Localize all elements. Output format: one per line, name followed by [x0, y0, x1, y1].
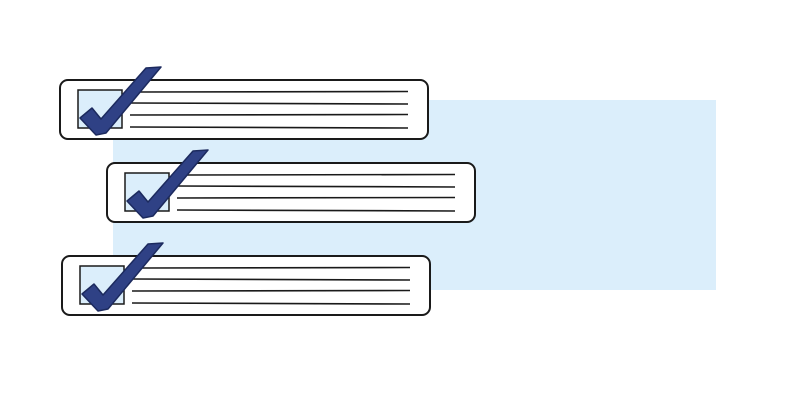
text-line [176, 185, 456, 188]
checkmark-icon [79, 66, 162, 136]
checklist-item [61, 242, 431, 316]
text-line [141, 266, 411, 269]
text-line [131, 289, 411, 292]
text-line [131, 278, 411, 281]
checkmark-icon [81, 242, 164, 312]
text-line [129, 102, 409, 105]
text-line [176, 196, 456, 199]
checklist-item [59, 66, 429, 140]
text-line [131, 302, 411, 305]
checkmark-icon [126, 149, 209, 219]
item-card [61, 255, 431, 316]
text-line [129, 126, 409, 129]
text-line [186, 173, 456, 176]
checklist-item [106, 149, 476, 223]
item-card [106, 162, 476, 223]
text-line [129, 113, 409, 116]
text-line [139, 90, 409, 93]
text-line [176, 209, 456, 212]
item-card [59, 79, 429, 140]
